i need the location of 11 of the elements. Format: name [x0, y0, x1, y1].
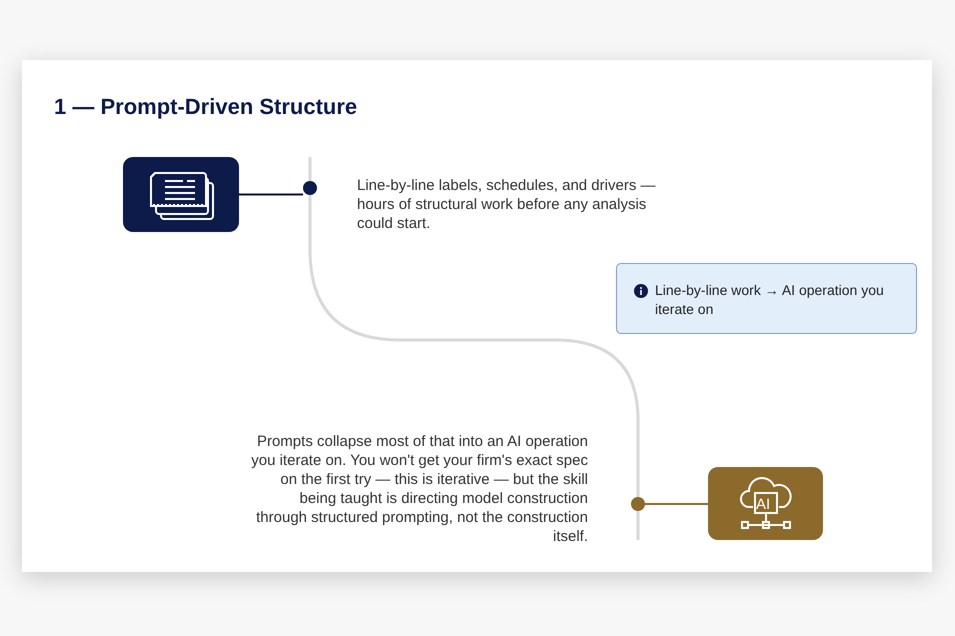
connector-line [308, 195, 640, 497]
slide-title: 1 — Prompt-Driven Structure [54, 94, 358, 120]
description-text: Line-by-line labels, schedules, and drivers — hours of structural work before any analysis could start. [357, 176, 656, 233]
connector-line [239, 194, 303, 196]
description-text: Prompts collapse most of that into an AI operation you iterate on. You won't get your firm's exact spec on the first try — this is iterative — but the skill being taught is directing model construction through structured prompting, not the construction itself. [250, 432, 588, 546]
icon-label: AI [756, 497, 770, 513]
callout-text: Line-by-line work → AI operation you iterate on [655, 281, 885, 319]
icon-tile [708, 467, 823, 540]
icon-tile [123, 157, 239, 232]
connector-line [645, 503, 708, 505]
callout-box [616, 263, 917, 334]
